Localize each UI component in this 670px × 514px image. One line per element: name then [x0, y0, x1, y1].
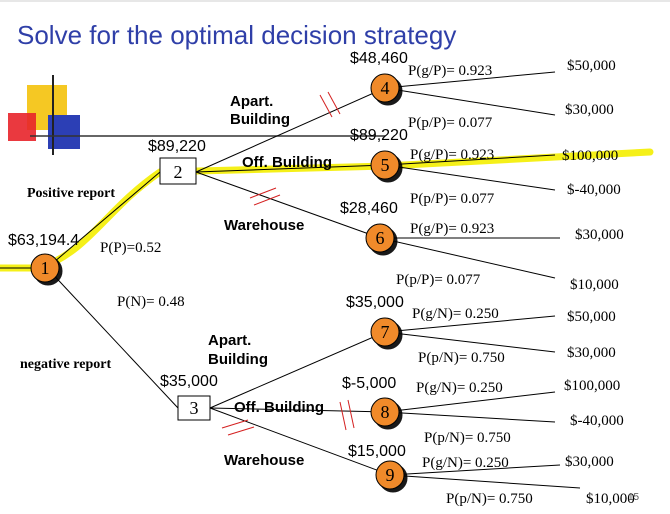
chance-node-9-p-good: P(g/N)= 0.250	[422, 455, 509, 471]
decision-node-negative: 3	[177, 395, 211, 421]
branch-apartment-label-line1: Apart.	[230, 93, 273, 110]
root-node-number: 1	[41, 258, 50, 278]
chance-node-7-p-good: P(g/N)= 0.250	[412, 306, 499, 322]
logo-graphic	[8, 75, 385, 155]
decision-node-positive: 2	[159, 157, 197, 185]
page-number: 15	[628, 492, 640, 503]
chance-node-6-payoff-good: $30,000	[575, 227, 624, 243]
decision-node-3-value: $35,000	[160, 373, 218, 390]
chance-node-5-value: $89,220	[350, 127, 408, 144]
branch-warehouse-label: Warehouse	[224, 217, 304, 234]
chance-node-5: 5	[370, 150, 400, 180]
chance-node-6-value: $28,460	[340, 200, 398, 217]
negative-report-probability: P(N)= 0.48	[117, 294, 185, 310]
chance-node-5-p-poor: P(p/P)= 0.077	[410, 191, 495, 207]
chance-node-6: 6	[365, 223, 395, 253]
chance-node-5-payoff-poor: $-40,000	[567, 182, 621, 198]
chance-node-9-payoff-good: $30,000	[565, 454, 614, 470]
chance-node-9-payoff-poor: $10,000	[586, 491, 635, 507]
chance-node-8: 8	[370, 397, 400, 427]
chance-node-8-value: $-5,000	[342, 375, 396, 392]
branch-apartment-label-line2: Building	[230, 111, 290, 128]
chance-node-4-value: $48,460	[350, 50, 408, 67]
page-title: Solve for the optimal decision strategy	[17, 20, 456, 50]
positive-report-probability: P(P)=0.52	[100, 240, 161, 256]
chance-node-7-payoff-good: $50,000	[567, 309, 616, 325]
chance-node-9-p-poor: P(p/N)= 0.750	[446, 491, 533, 507]
branch-apartment-negative-line2: Building	[208, 351, 268, 368]
svg-text:9: 9	[386, 465, 395, 485]
chance-node-7-payoff-poor: $30,000	[567, 345, 616, 361]
branch-warehouse-negative-label: Warehouse	[224, 452, 304, 469]
chance-node-4-payoff-poor: $30,000	[565, 102, 614, 118]
chance-node-4-p-poor: P(p/P)= 0.077	[408, 115, 493, 131]
svg-text:5: 5	[381, 155, 390, 175]
svg-text:7: 7	[381, 322, 390, 342]
chance-node-5-payoff-good: $100,000	[562, 148, 618, 164]
branch-apartment-negative-line1: Apart.	[208, 332, 251, 349]
root-expected-value: $63,194.4	[8, 232, 79, 249]
chance-node-8-payoff-poor: $-40,000	[570, 413, 624, 429]
decision-node-3-number: 3	[190, 398, 199, 418]
root-chance-node: 1	[30, 253, 60, 283]
positive-report-label: Positive report	[27, 186, 115, 201]
chance-node-6-p-poor: P(p/P)= 0.077	[396, 272, 481, 288]
svg-text:8: 8	[381, 402, 390, 422]
chance-node-8-p-good: P(g/N)= 0.250	[416, 380, 503, 396]
chance-node-8-p-poor: P(p/N)= 0.750	[424, 430, 511, 446]
svg-text:6: 6	[376, 228, 385, 248]
decision-node-2-number: 2	[174, 162, 183, 182]
branch-office-negative-label: Off. Building	[234, 399, 324, 416]
chance-node-9: 9	[375, 460, 405, 490]
branch-office-label: Off. Building	[242, 154, 332, 171]
chance-node-7-p-poor: P(p/N)= 0.750	[418, 350, 505, 366]
chance-node-6-payoff-poor: $10,000	[570, 277, 619, 293]
chance-node-4: 4	[370, 73, 400, 103]
chance-node-6-p-good: P(g/P)= 0.923	[410, 221, 494, 237]
svg-text:4: 4	[381, 78, 390, 98]
chance-node-5-p-good: P(g/P)= 0.923	[410, 147, 494, 163]
tree-branches	[0, 71, 581, 489]
chance-node-4-p-good: P(g/P)= 0.923	[408, 63, 492, 79]
chance-node-7: 7	[370, 317, 400, 347]
decision-node-2-value: $89,220	[148, 138, 206, 155]
pruned-branch-marks	[221, 91, 355, 436]
negative-report-label: negative report	[20, 357, 111, 372]
chance-node-8-payoff-good: $100,000	[564, 378, 620, 394]
chance-node-7-value: $35,000	[346, 294, 404, 311]
chance-node-9-value: $15,000	[348, 443, 406, 460]
chance-node-4-payoff-good: $50,000	[567, 58, 616, 74]
